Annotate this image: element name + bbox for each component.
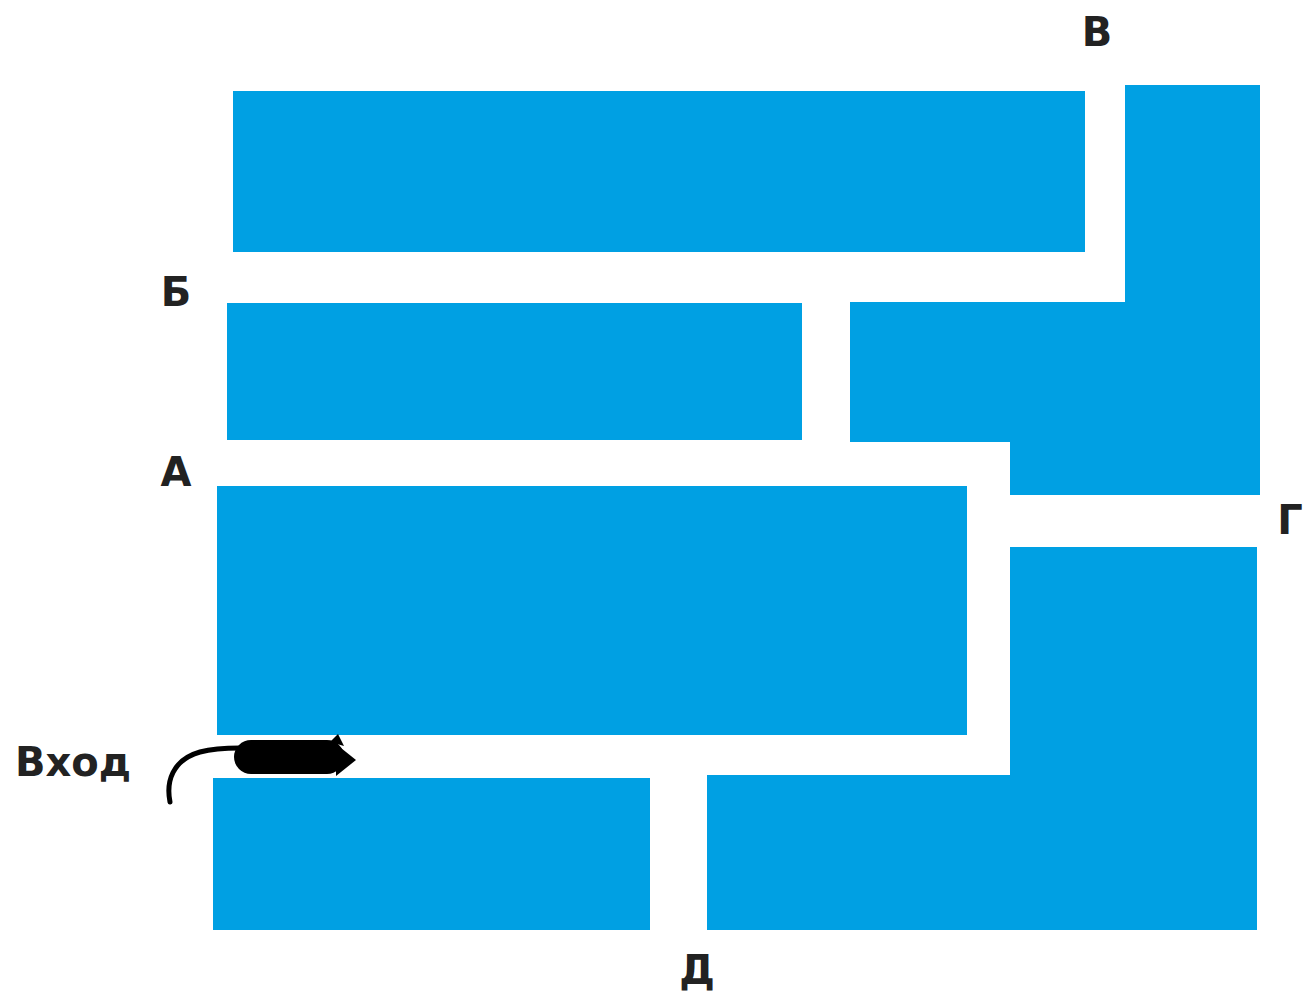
exit-label: В xyxy=(1082,12,1113,52)
exit-label: Б xyxy=(161,272,192,312)
maze-wall xyxy=(707,547,1257,930)
entrance-label: Вход xyxy=(15,742,131,782)
exit-label: Д xyxy=(679,950,715,990)
maze-wall xyxy=(227,303,802,440)
exit-label: Г xyxy=(1277,500,1303,540)
mouse-figure xyxy=(169,734,356,802)
maze-wall xyxy=(213,778,650,930)
maze-wall xyxy=(217,486,967,735)
maze-wall xyxy=(850,85,1260,495)
exit-label: А xyxy=(161,452,192,492)
maze-wall xyxy=(233,91,1085,252)
